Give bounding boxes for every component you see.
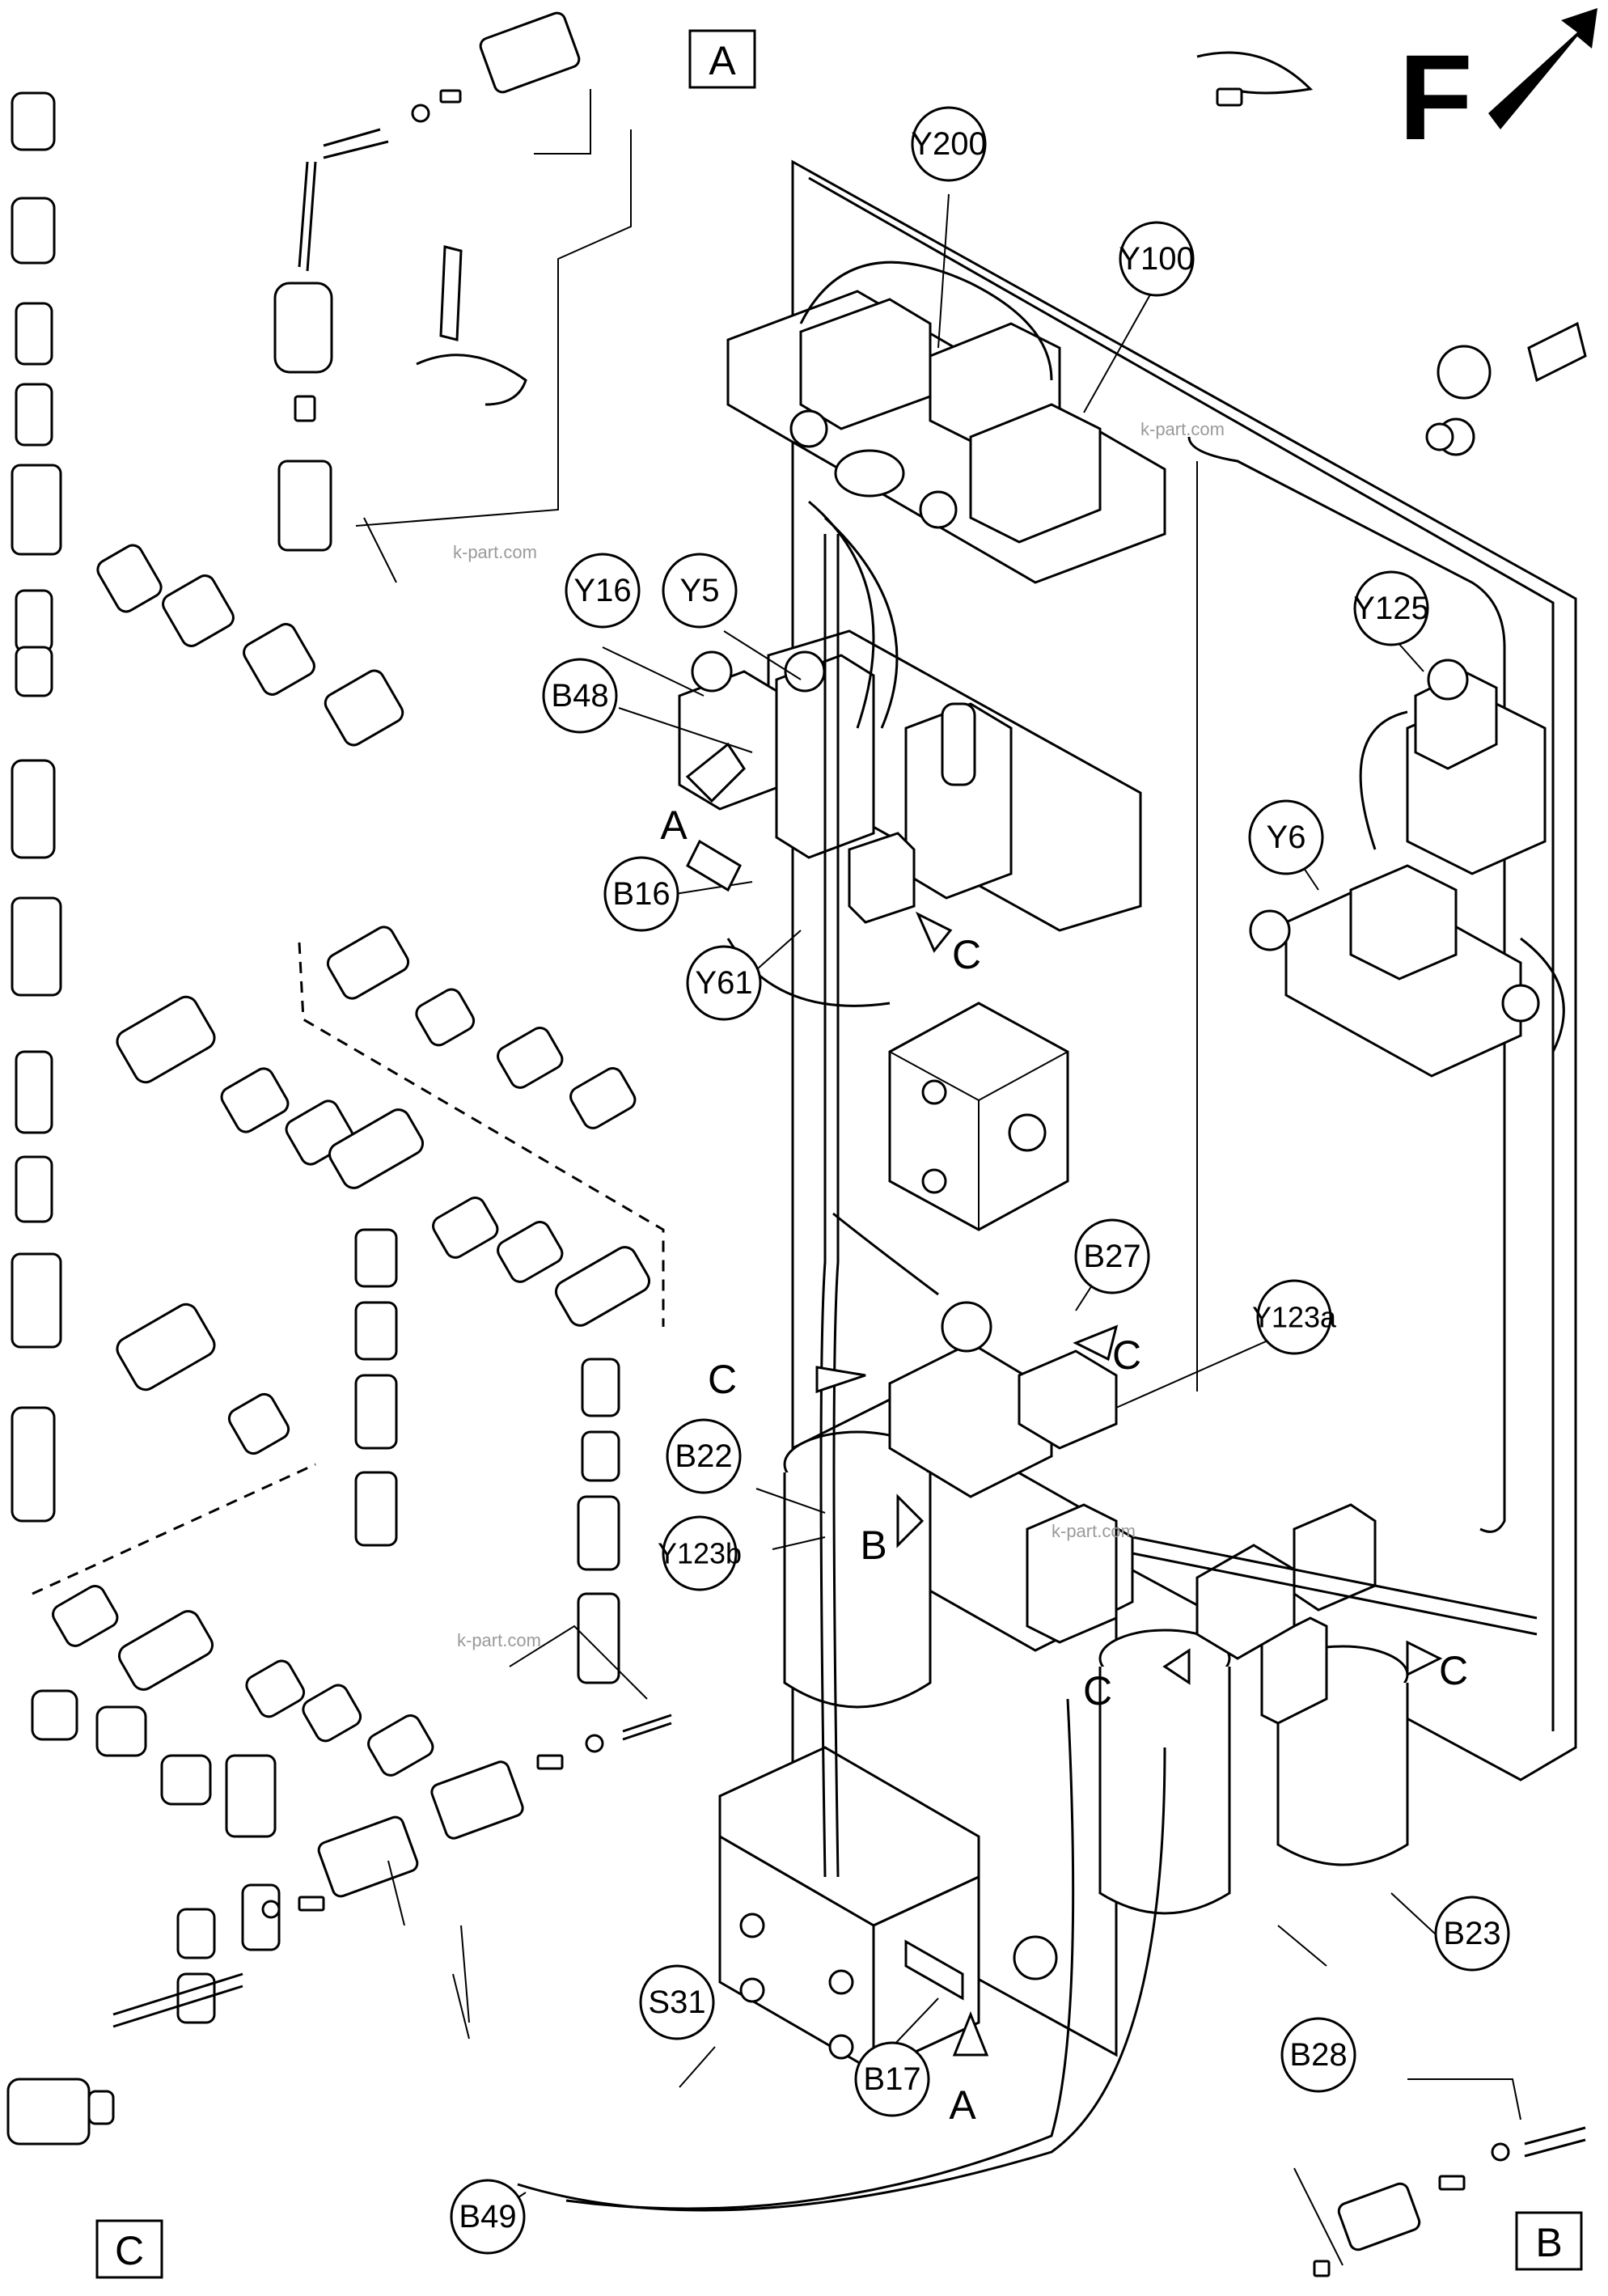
callout-b28: B28	[1280, 2017, 1356, 2093]
callout-b23: B23	[1434, 1896, 1510, 1972]
svg-text:B23: B23	[1443, 1916, 1500, 1951]
callout-y123a: Y123a	[1252, 1279, 1337, 1355]
view-letter-a-lower: A	[949, 2082, 976, 2128]
lower-filter-assembly	[783, 1301, 1409, 1915]
svg-text:B49: B49	[459, 2199, 516, 2235]
callout-b49: B49	[450, 2179, 526, 2255]
callout-s31: S31	[639, 1964, 715, 2040]
svg-text:Y123a: Y123a	[1252, 1301, 1337, 1334]
watermark-2: k-part.com	[453, 542, 537, 562]
hydraulic-lines	[517, 534, 1538, 2212]
view-letter-c-right: C	[1112, 1332, 1141, 1378]
detail-box-a: A	[688, 29, 756, 89]
watermark-3: k-part.com	[1052, 1521, 1136, 1541]
cable-tie	[1196, 51, 1314, 107]
callout-y123b: Y123b	[658, 1515, 742, 1591]
view-arrows	[685, 742, 1443, 2057]
svg-text:B17: B17	[863, 2061, 920, 2097]
svg-text:B: B	[1535, 2220, 1562, 2265]
svg-text:B27: B27	[1083, 1239, 1140, 1274]
callout-y5: Y5	[662, 553, 738, 629]
middle-fittings-group	[31, 926, 665, 2024]
svg-text:Y61: Y61	[695, 965, 752, 1001]
svg-text:B16: B16	[612, 876, 670, 912]
svg-text:S31: S31	[648, 1985, 705, 2020]
svg-text:B22: B22	[675, 1438, 732, 1474]
view-letter-b: B	[860, 1523, 887, 1568]
direction-mark: F	[1399, 8, 1597, 165]
svg-text:Y125: Y125	[1353, 591, 1428, 626]
direction-letter: F	[1399, 29, 1473, 165]
svg-text:Y200: Y200	[911, 126, 986, 162]
bottom-valve-block	[718, 1746, 1058, 2074]
detail-box-b: B	[1515, 2211, 1583, 2271]
top-valve-block	[726, 261, 1166, 584]
forward-arrow-icon	[1488, 8, 1597, 129]
callout-y6: Y6	[1248, 799, 1324, 875]
grommet-and-screw	[1425, 321, 1587, 456]
svg-text:Y123b: Y123b	[658, 1537, 742, 1570]
right-valve-y6	[1249, 864, 1565, 1078]
view-letter-c-upper: C	[952, 932, 981, 977]
callout-b22: B22	[666, 1418, 742, 1494]
svg-text:B28: B28	[1289, 2037, 1347, 2073]
detail-b-connector	[1293, 2078, 1586, 2277]
right-valve-y125	[1359, 659, 1547, 875]
left-fittings-column	[11, 91, 404, 1523]
callout-y61: Y61	[686, 945, 762, 1021]
detail-a-sensor-assembly	[273, 11, 632, 583]
svg-text:B48: B48	[551, 678, 608, 714]
watermark-4: k-part.com	[457, 1630, 541, 1650]
view-letter-c-lower-right: C	[1439, 1648, 1468, 1693]
svg-text:C: C	[115, 2228, 144, 2273]
callout-y200: Y200	[911, 106, 987, 182]
callout-y125: Y125	[1353, 570, 1429, 646]
callout-y100: Y100	[1119, 221, 1195, 297]
callout-b17: B17	[854, 2041, 930, 2117]
detail-c-connector	[6, 1625, 672, 2146]
callout-b27: B27	[1074, 1218, 1150, 1294]
view-letter-c-lower: C	[1083, 1668, 1112, 1714]
detail-box-c: C	[95, 2219, 163, 2279]
view-letter-a-upper: A	[660, 803, 688, 848]
svg-text:Y100: Y100	[1119, 241, 1194, 277]
callout-b16: B16	[603, 856, 679, 932]
center-manifold-block	[888, 1002, 1069, 1231]
svg-text:Y5: Y5	[680, 573, 720, 608]
callout-y16: Y16	[565, 553, 641, 629]
svg-text:Y6: Y6	[1267, 820, 1306, 855]
svg-text:A: A	[709, 38, 736, 83]
callout-b48: B48	[542, 658, 618, 734]
view-letter-c-left: C	[708, 1357, 737, 1402]
watermark-1: k-part.com	[1140, 419, 1225, 439]
svg-text:Y16: Y16	[573, 573, 631, 608]
